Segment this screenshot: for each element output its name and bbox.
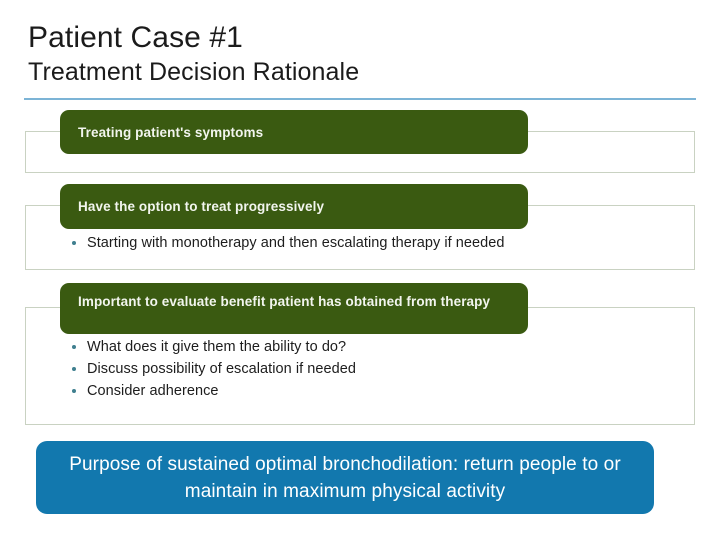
bullet-dot-icon — [72, 367, 76, 371]
list-item: Consider adherence — [72, 380, 672, 402]
title-block: Patient Case #1 Treatment Decision Ratio… — [28, 20, 688, 88]
list-item: Discuss possibility of escalation if nee… — [72, 358, 672, 380]
section-header-2: Have the option to treat progressively — [60, 184, 528, 229]
section-header-3: Important to evaluate benefit patient ha… — [60, 283, 528, 334]
page-title: Patient Case #1 — [28, 21, 243, 54]
bullet-list-3: What does it give them the ability to do… — [72, 336, 672, 402]
title-divider — [24, 98, 696, 100]
list-item-label: Starting with monotherapy and then escal… — [87, 235, 505, 251]
bullet-dot-icon — [72, 345, 76, 349]
section-header-1: Treating patient's symptoms — [60, 110, 528, 154]
list-item: Starting with monotherapy and then escal… — [72, 232, 672, 254]
section-header-3-label: Important to evaluate benefit patient ha… — [78, 294, 491, 309]
section-header-1-label: Treating patient's symptoms — [78, 124, 264, 140]
section-header-2-label: Have the option to treat progressively — [78, 199, 325, 214]
summary-banner-label: Purpose of sustained optimal bronchodila… — [69, 453, 621, 502]
list-item-label: Discuss possibility of escalation if nee… — [87, 361, 356, 377]
list-item-label: Consider adherence — [87, 383, 219, 399]
list-item-label: What does it give them the ability to do… — [87, 339, 347, 355]
page-subtitle: Treatment Decision Rationale — [28, 58, 360, 86]
bullet-dot-icon — [72, 389, 76, 393]
list-item: What does it give them the ability to do… — [72, 336, 672, 358]
bullet-list-2: Starting with monotherapy and then escal… — [72, 232, 672, 254]
summary-banner: Purpose of sustained optimal bronchodila… — [36, 441, 654, 514]
bullet-dot-icon — [72, 241, 76, 245]
